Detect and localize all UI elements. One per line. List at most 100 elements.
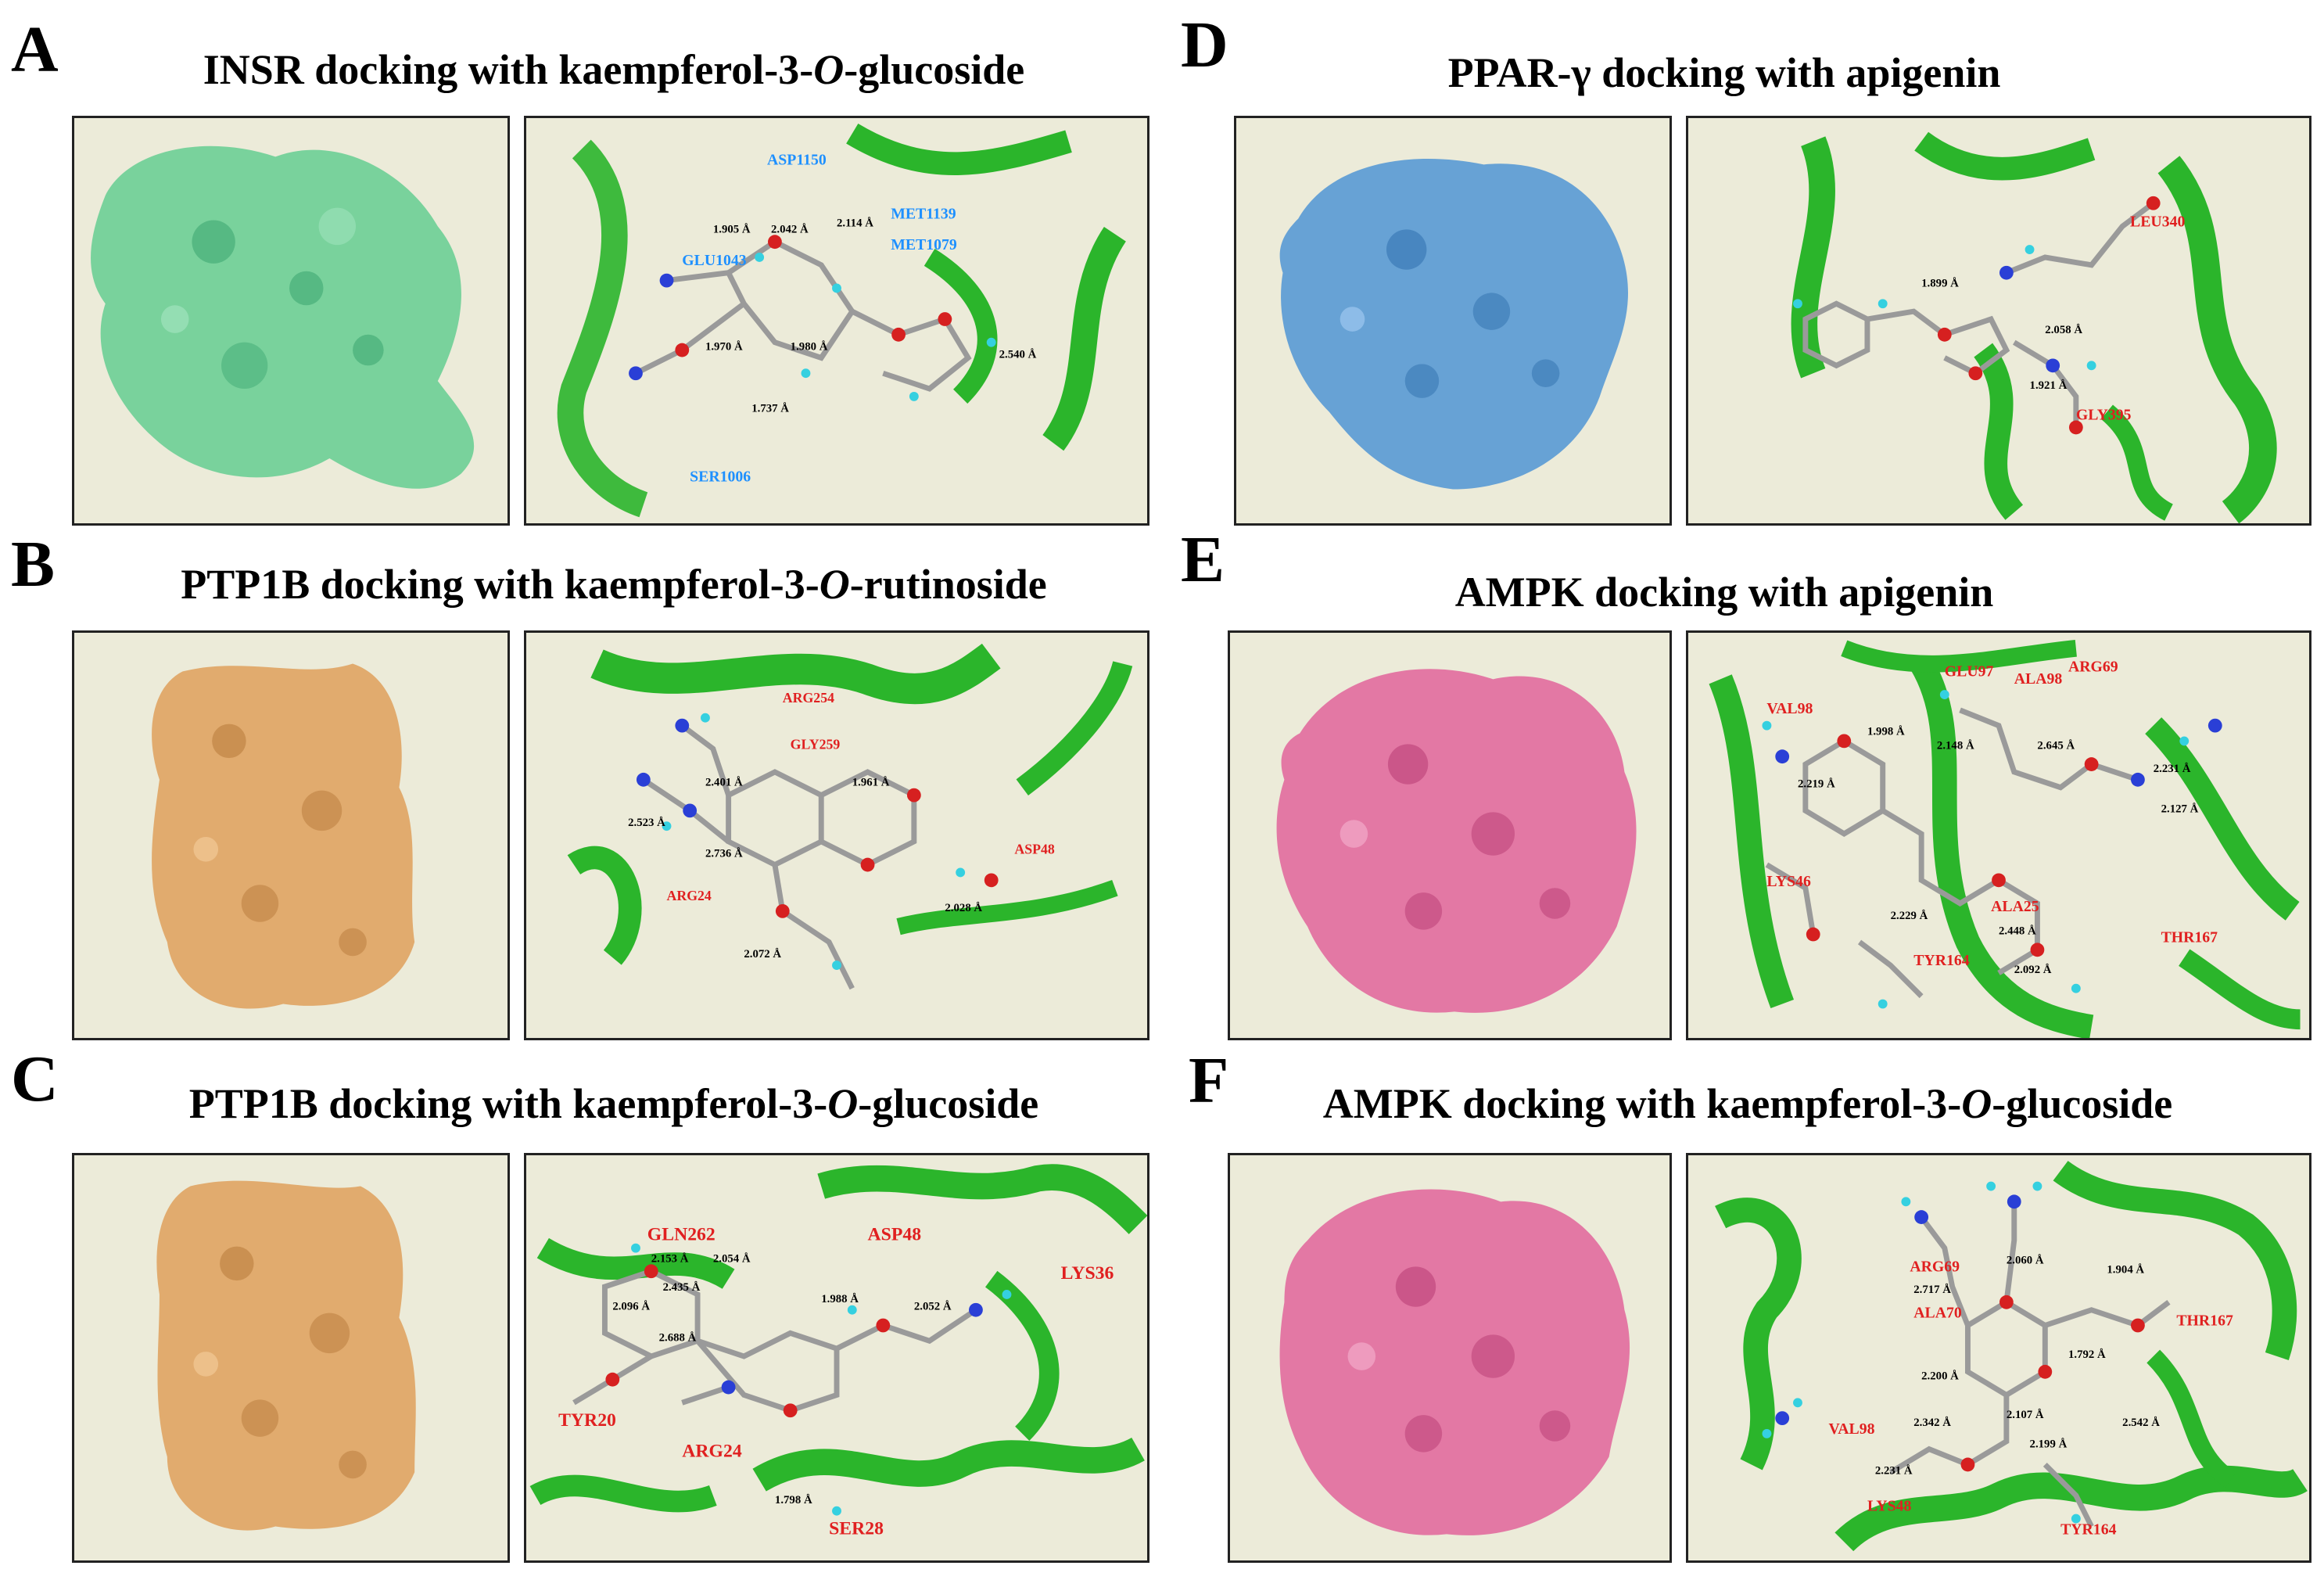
residue-label-a-5: MET1079 (891, 236, 957, 253)
residue-label-c-3: LYS36 (1061, 1263, 1114, 1284)
panel-letter-f: F (1189, 1044, 1229, 1117)
distance-label-b-5: 2.028 Å (945, 902, 982, 914)
residue-label-e-4: ARG69 (2068, 658, 2118, 675)
binding-site-view-b: ARG254 GLY259 ARG24 ASP48 2.401 Å 1.961 … (524, 630, 1149, 1040)
surface-view-f (1228, 1153, 1672, 1563)
distance-label-b-1: 2.401 Å (705, 777, 743, 789)
distance-label-c-4: 2.096 Å (612, 1301, 650, 1313)
distance-label-f-10: 2.231 Å (1875, 1464, 1913, 1477)
residue-label-e-1: VAL98 (1766, 700, 1813, 717)
binding-site-view-c: GLN262 ASP48 LYS36 TYR20 ARG24 SER28 2.1… (524, 1153, 1149, 1563)
protein-surface-b (152, 663, 415, 1009)
protein-surface-f (1279, 1189, 1630, 1535)
residue-label-d-2: GLY395 (2076, 407, 2132, 424)
panel-letter-d: D (1181, 9, 1228, 81)
residue-label-e-3: ALA98 (2014, 670, 2063, 688)
residue-label-e-7: THR167 (2161, 928, 2218, 946)
distance-label-a-2: 2.042 Å (771, 223, 809, 235)
residue-label-c-2: ASP48 (868, 1225, 922, 1245)
distance-label-e-1: 1.998 Å (1867, 725, 1905, 738)
distance-label-f-2: 1.904 Å (2107, 1263, 2144, 1276)
distance-label-c-8: 1.798 Å (775, 1494, 812, 1506)
distance-label-f-7: 2.107 Å (2007, 1409, 2044, 1421)
protein-surface-d (1279, 159, 1629, 490)
residue-label-b-1: ARG254 (783, 690, 834, 706)
distance-label-e-6: 2.219 Å (1798, 778, 1835, 791)
distance-label-f-9: 2.199 Å (2030, 1438, 2068, 1451)
distance-label-a-6: 1.737 Å (751, 403, 789, 415)
surface-view-d (1234, 116, 1672, 526)
residue-label-f-6: TYR164 (2060, 1521, 2116, 1538)
panel-letter-b: B (11, 528, 56, 601)
distance-label-e-5: 2.127 Å (2161, 803, 2199, 815)
residue-label-f-2: ALA70 (1913, 1305, 1962, 1322)
distance-label-a-4: 1.970 Å (705, 341, 743, 354)
panel-letter-a: A (11, 13, 59, 86)
distance-label-f-3: 2.717 Å (1913, 1284, 1951, 1296)
distance-label-a-5: 1.980 Å (791, 341, 828, 354)
distance-label-c-3: 2.435 Å (663, 1281, 701, 1294)
residue-label-a-4: SER1006 (690, 469, 751, 486)
residue-label-e-6: ALA25 (1991, 898, 2039, 915)
residue-label-f-5: LYS48 (1867, 1498, 1912, 1515)
distance-label-c-5: 2.688 Å (659, 1331, 697, 1344)
residue-label-b-2: GLY259 (791, 736, 841, 752)
distance-label-d-1: 1.899 Å (1921, 278, 1959, 290)
distance-label-b-2: 1.961 Å (852, 777, 890, 789)
residue-label-a-1: ASP1150 (767, 151, 827, 168)
surface-view-c (72, 1153, 510, 1563)
panel-title-a: INSR docking with kaempferol-3-O-glucosi… (203, 46, 1025, 93)
binding-site-view-d: LEU340 GLY395 1.899 Å 2.058 Å 1.921 Å (1686, 116, 2311, 526)
distance-label-d-3: 1.921 Å (2030, 379, 2068, 392)
protein-surface-e (1276, 669, 1637, 1013)
binding-site-view-a: ASP1150 MET1139 GLU1043 SER1006 MET1079 … (524, 116, 1149, 526)
panel-letter-e: E (1181, 523, 1225, 596)
distance-label-a-3: 2.114 Å (837, 217, 873, 229)
binding-site-view-e: VAL98 GLU97 ALA98 ARG69 LYS46 ALA25 THR1… (1686, 630, 2311, 1040)
distance-label-c-2: 2.054 Å (713, 1252, 751, 1265)
distance-label-c-7: 2.052 Å (914, 1301, 952, 1313)
residue-label-a-3: GLU1043 (682, 252, 746, 269)
distance-label-f-5: 2.200 Å (1921, 1370, 1959, 1383)
residue-label-c-5: ARG24 (682, 1442, 742, 1462)
residue-label-e-5: LYS46 (1766, 873, 1811, 890)
residue-label-f-1: ARG69 (1910, 1258, 1960, 1275)
residue-label-c-6: SER28 (829, 1518, 884, 1539)
panel-title-e: AMPK docking with apigenin (1454, 569, 1994, 616)
panel-title-f: AMPK docking with kaempferol-3-O-glucosi… (1322, 1080, 2173, 1127)
distance-label-a-7: 2.540 Å (999, 348, 1037, 361)
distance-label-f-8: 2.542 Å (2122, 1417, 2160, 1429)
panel-title-d: PPAR-γ docking with apigenin (1447, 49, 2001, 96)
residue-label-c-1: GLN262 (647, 1225, 715, 1245)
distance-label-e-2: 2.148 Å (1937, 739, 1974, 752)
surface-view-e (1228, 630, 1672, 1040)
distance-label-e-7: 2.229 Å (1891, 910, 1928, 922)
distance-label-e-9: 2.092 Å (2014, 964, 2052, 976)
residue-label-e-2: GLU97 (1945, 663, 1994, 680)
distance-label-f-6: 2.342 Å (1913, 1417, 1951, 1429)
residue-label-e-8: TYR164 (1913, 952, 1969, 969)
distance-label-e-4: 2.231 Å (2154, 763, 2191, 775)
panel-letter-c: C (11, 1043, 59, 1115)
distance-label-f-4: 1.792 Å (2068, 1348, 2106, 1361)
residue-label-a-2: MET1139 (891, 206, 956, 223)
protein-surface-a (91, 145, 475, 489)
distance-label-f-1: 2.060 Å (2007, 1254, 2044, 1266)
panel-title-c: PTP1B docking with kaempferol-3-O-glucos… (188, 1080, 1039, 1127)
distance-label-b-6: 2.072 Å (744, 948, 781, 961)
distance-label-d-2: 2.058 Å (2045, 324, 2082, 336)
distance-label-c-6: 1.988 Å (821, 1293, 859, 1305)
panel-title-b: PTP1B docking with kaempferol-3-O-rutino… (181, 561, 1047, 608)
residue-label-c-4: TYR20 (558, 1410, 616, 1431)
residue-label-b-4: ASP48 (1014, 842, 1054, 857)
distance-label-b-4: 2.736 Å (705, 848, 743, 860)
distance-label-e-8: 2.448 Å (1999, 925, 2036, 938)
distance-label-c-1: 2.153 Å (651, 1252, 689, 1265)
binding-site-view-f: ARG69 ALA70 THR167 VAL98 LYS48 TYR164 2.… (1686, 1153, 2311, 1563)
residue-label-f-4: VAL98 (1829, 1420, 1875, 1438)
distance-label-b-3: 2.523 Å (628, 817, 665, 829)
residue-label-d-1: LEU340 (2130, 213, 2185, 230)
residue-label-f-3: THR167 (2176, 1312, 2233, 1329)
distance-label-e-3: 2.645 Å (2037, 739, 2075, 752)
surface-view-b (72, 630, 510, 1040)
